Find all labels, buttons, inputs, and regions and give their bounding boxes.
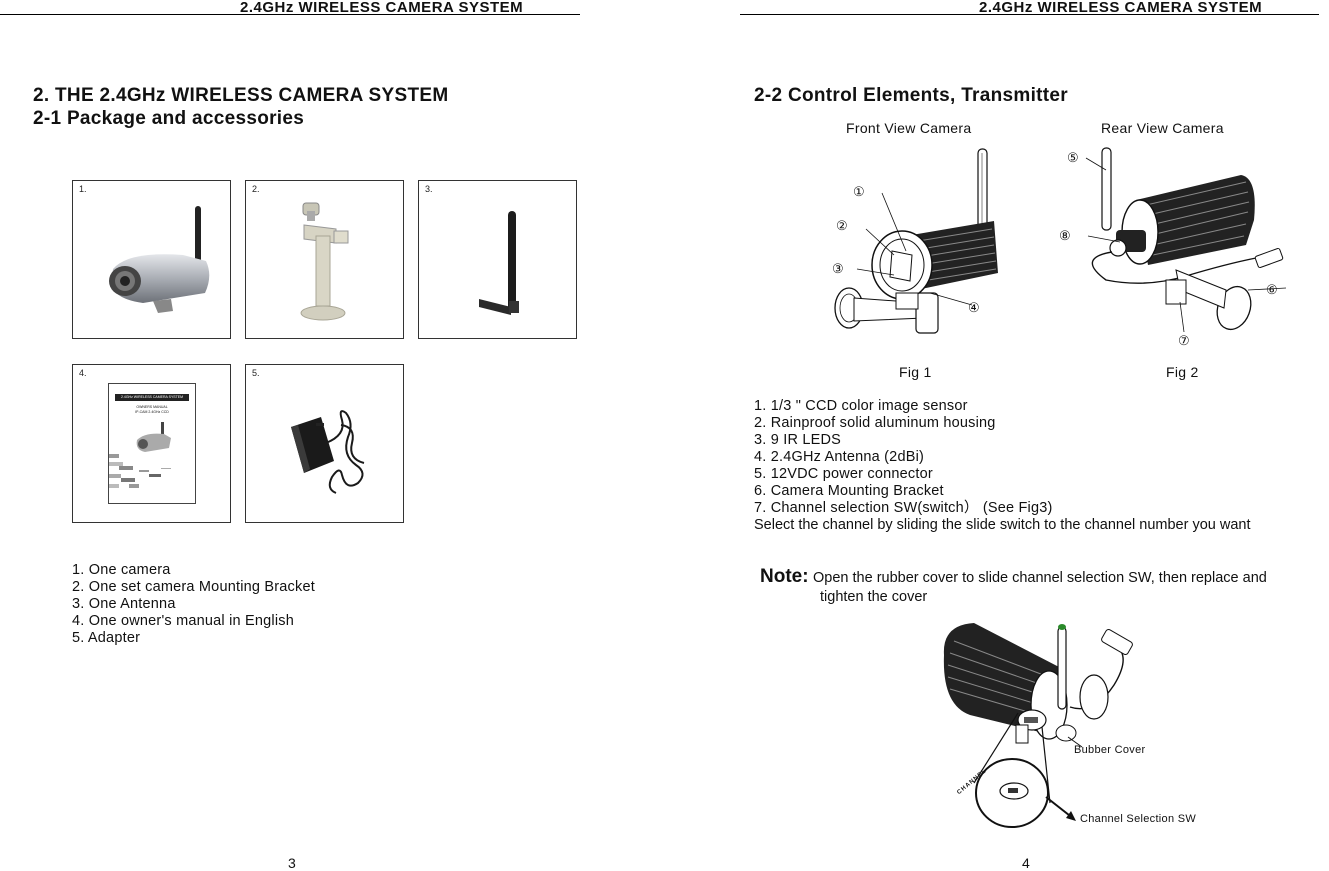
- page-right: 2.4GHz WIRELESS CAMERA SYSTEM 2-2 Contro…: [664, 0, 1329, 871]
- list-item: 5. Adapter: [72, 630, 141, 646]
- callout-2: ②: [836, 218, 848, 233]
- list-item: 6. Camera Mounting Bracket: [754, 483, 944, 499]
- callout-8: ⑧: [1059, 228, 1071, 243]
- fig1-label: Fig 1: [899, 364, 932, 380]
- manual-camera-graphic: [109, 422, 171, 488]
- manual-icon: 2.4GHz WIRELESS CAMERA SYSTEM OWNERS MAN…: [108, 383, 196, 504]
- page-left: 2.4GHz WIRELESS CAMERA SYSTEM 2. THE 2.4…: [0, 0, 664, 871]
- list-item: 2. One set camera Mounting Bracket: [72, 579, 315, 595]
- note-block: Note: Open the rubber cover to slide cha…: [760, 566, 1267, 588]
- manual-model: IP-CAM 2.4GHz CCD: [135, 410, 169, 414]
- package-box-adapter: 5.: [245, 364, 404, 523]
- front-view-label: Front View Camera: [846, 120, 972, 136]
- list-item: 2. Rainproof solid aluminum housing: [754, 415, 996, 431]
- callout-4: ④: [968, 300, 980, 315]
- list-item: 3. 9 IR LEDS: [754, 432, 842, 448]
- front-camera-diagram: [834, 148, 998, 334]
- mounting-bracket-icon: [300, 202, 349, 321]
- list-item: 4. 2.4GHz Antenna (2dBi): [754, 449, 925, 465]
- list-item: 3. One Antenna: [72, 596, 176, 612]
- list-item: 1. One camera: [72, 562, 171, 578]
- list-item: 5. 12VDC power connector: [754, 466, 933, 482]
- box-number: 5.: [252, 368, 260, 378]
- control-elements-list: 1. 1/3 " CCD color image sensor 2. Rainp…: [754, 398, 1251, 534]
- list-item: 7. Channel selection SW(switch） (See Fig…: [754, 500, 1053, 516]
- camera-icon: [109, 206, 210, 313]
- package-box-camera: 1.: [72, 180, 231, 339]
- callout-6: ⑥: [1266, 282, 1278, 297]
- section-title: 2-2 Control Elements, Transmitter: [754, 85, 1068, 106]
- bubber-cover-label: Bubber Cover: [1074, 744, 1146, 756]
- box-number: 4.: [79, 368, 87, 378]
- channel-switch-diagram: [943, 623, 1133, 828]
- rear-camera-diagram: [1085, 147, 1287, 333]
- list-item: 1. 1/3 " CCD color image sensor: [754, 398, 968, 414]
- running-header: 2.4GHz WIRELESS CAMERA SYSTEM: [240, 0, 524, 16]
- callout-1: ①: [853, 184, 865, 199]
- callout-5: ⑤: [1067, 150, 1079, 165]
- header-rule: [0, 14, 580, 15]
- section-title: 2. THE 2.4GHz WIRELESS CAMERA SYSTEM: [33, 85, 449, 106]
- channel-sw-label: Channel Selection SW: [1080, 813, 1197, 825]
- section-subtitle: 2-1 Package and accessories: [33, 108, 305, 129]
- antenna-icon: [479, 211, 519, 315]
- power-adapter-icon: [291, 410, 365, 494]
- page-number: 3: [288, 855, 296, 871]
- manual-subtitle: OWNERS MANUAL: [136, 405, 168, 409]
- note-label: Note:: [760, 566, 809, 587]
- running-header: 2.4GHz WIRELESS CAMERA SYSTEM: [979, 0, 1263, 16]
- manual-title: 2.4GHz WIRELESS CAMERA SYSTEM: [115, 394, 189, 401]
- callout-3: ③: [832, 261, 844, 276]
- package-box-antenna: 3.: [418, 180, 577, 339]
- box-number: 2.: [252, 184, 260, 194]
- callout-7: ⑦: [1178, 333, 1190, 348]
- package-box-bracket: 2.: [245, 180, 404, 339]
- header-rule: [740, 14, 1319, 15]
- box-number: 1.: [79, 184, 87, 194]
- fig2-label: Fig 2: [1166, 364, 1199, 380]
- package-box-manual: 4. 2.4GHz WIRELESS CAMERA SYSTEM OWNERS …: [72, 364, 231, 523]
- page-number: 4: [1022, 855, 1030, 871]
- list-item: Select the channel by sliding the slide …: [754, 517, 1251, 533]
- package-contents-list: 1. One camera 2. One set camera Mounting…: [72, 562, 315, 647]
- rear-view-label: Rear View Camera: [1101, 120, 1224, 136]
- note-text-line1: Open the rubber cover to slide channel s…: [813, 570, 1267, 586]
- list-item: 4. One owner's manual in English: [72, 613, 294, 629]
- box-number: 3.: [425, 184, 433, 194]
- note-text-line2: tighten the cover: [820, 589, 928, 605]
